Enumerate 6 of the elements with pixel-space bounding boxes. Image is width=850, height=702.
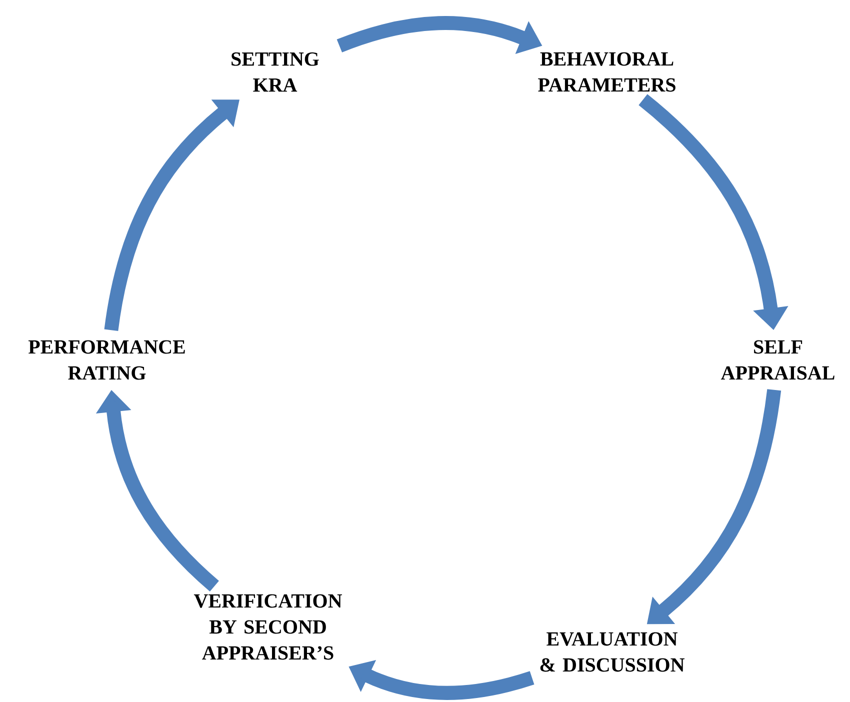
step-label: VERIFICATION BY SECOND APPRAISER’S (194, 594, 342, 660)
step-label: BEHAVIORAL PARAMETERS (538, 52, 676, 92)
step-label: EVALUATION & DISCUSSION (540, 632, 684, 672)
step-label: PERFORMANCE RATING (28, 340, 185, 380)
step-label: SETTING KRA (232, 52, 319, 92)
step-label: SELF APPRAISAL (720, 340, 834, 380)
